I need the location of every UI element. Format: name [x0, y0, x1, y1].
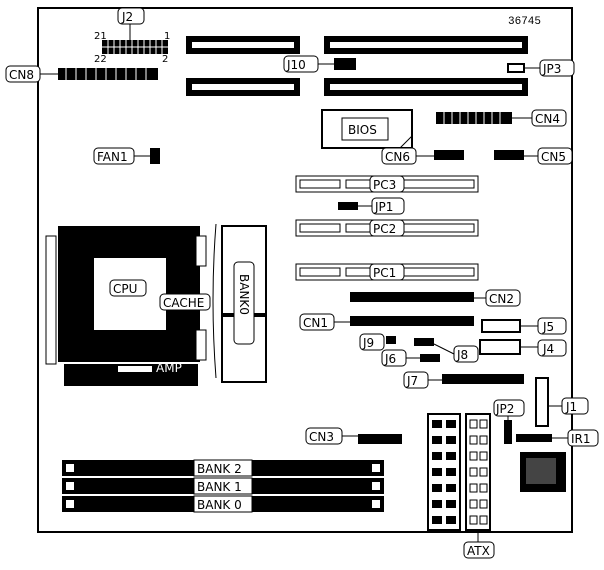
j9-header: [386, 336, 396, 344]
j10-header: [334, 58, 356, 70]
label-j10: J10: [286, 58, 306, 72]
label-bank0: BANK 0: [197, 498, 242, 512]
j4-connector: [479, 339, 521, 355]
label-cpu: CPU: [113, 282, 137, 296]
label-j2: J2: [121, 10, 133, 24]
label-bank2: BANK 2: [197, 462, 242, 476]
cn1-connector: [350, 316, 474, 326]
label-pc1: PC1: [373, 266, 396, 280]
label-bank1: BANK 1: [197, 480, 242, 494]
label-cn5: CN5: [541, 150, 566, 164]
board-id-number: 36745: [508, 16, 541, 28]
cn3-connector: [358, 434, 402, 444]
cn6-connector: [434, 150, 464, 160]
j5-connector: [481, 319, 521, 333]
label-jp1: JP1: [374, 200, 393, 214]
cn4-connector: [436, 112, 512, 124]
power-connectors: [427, 413, 491, 531]
j2-header: [102, 24, 168, 54]
label-pc2: PC2: [373, 222, 396, 236]
jp1-jumper: [338, 202, 358, 210]
cn2-connector: [350, 292, 474, 302]
label-bios: BIOS: [348, 123, 377, 137]
label-cache: CACHE: [163, 296, 204, 310]
label-ir1: IR1: [571, 432, 591, 446]
label-j9: J9: [362, 336, 374, 350]
fan1-connector: [150, 148, 160, 164]
label-bank0-vertical: BANK0: [237, 274, 251, 315]
label-cn4: CN4: [535, 112, 560, 126]
jp2-jumper: [504, 420, 512, 444]
j1-connector: [535, 377, 549, 427]
label-jp3: JP3: [542, 62, 561, 76]
pin-label-2: 2: [162, 54, 168, 65]
top-slots: [186, 36, 528, 96]
label-j8: J8: [456, 348, 468, 362]
label-amp: AMP: [156, 361, 182, 375]
label-pc3: PC3: [373, 178, 396, 192]
label-cn6: CN6: [385, 150, 410, 164]
j8-header: [414, 338, 434, 346]
ps2-port: [520, 452, 566, 492]
label-fan1: FAN1: [97, 150, 128, 164]
pin-label-1: 1: [164, 31, 170, 42]
cn5-connector: [494, 150, 524, 160]
label-j4: J4: [542, 342, 554, 356]
label-atx: ATX: [467, 544, 490, 558]
jp3-jumper: [507, 63, 525, 73]
label-j5: J5: [542, 320, 554, 334]
label-j1: J1: [565, 400, 577, 414]
pin-label-21: 21: [94, 31, 107, 42]
j7-connector: [442, 374, 524, 384]
label-cn1: CN1: [303, 316, 328, 330]
label-cn3: CN3: [309, 430, 334, 444]
label-j7: J7: [406, 374, 418, 388]
j6-header: [420, 354, 440, 362]
label-j6: J6: [384, 352, 396, 366]
bios-chip: [321, 109, 413, 149]
pin-label-22: 22: [94, 54, 107, 65]
label-jp2: JP2: [495, 402, 514, 416]
ir1-connector: [516, 434, 552, 442]
label-cn8: CN8: [9, 68, 34, 82]
board-outline: [37, 7, 573, 533]
label-cn2: CN2: [489, 292, 514, 306]
cn8-connector: [58, 68, 158, 80]
